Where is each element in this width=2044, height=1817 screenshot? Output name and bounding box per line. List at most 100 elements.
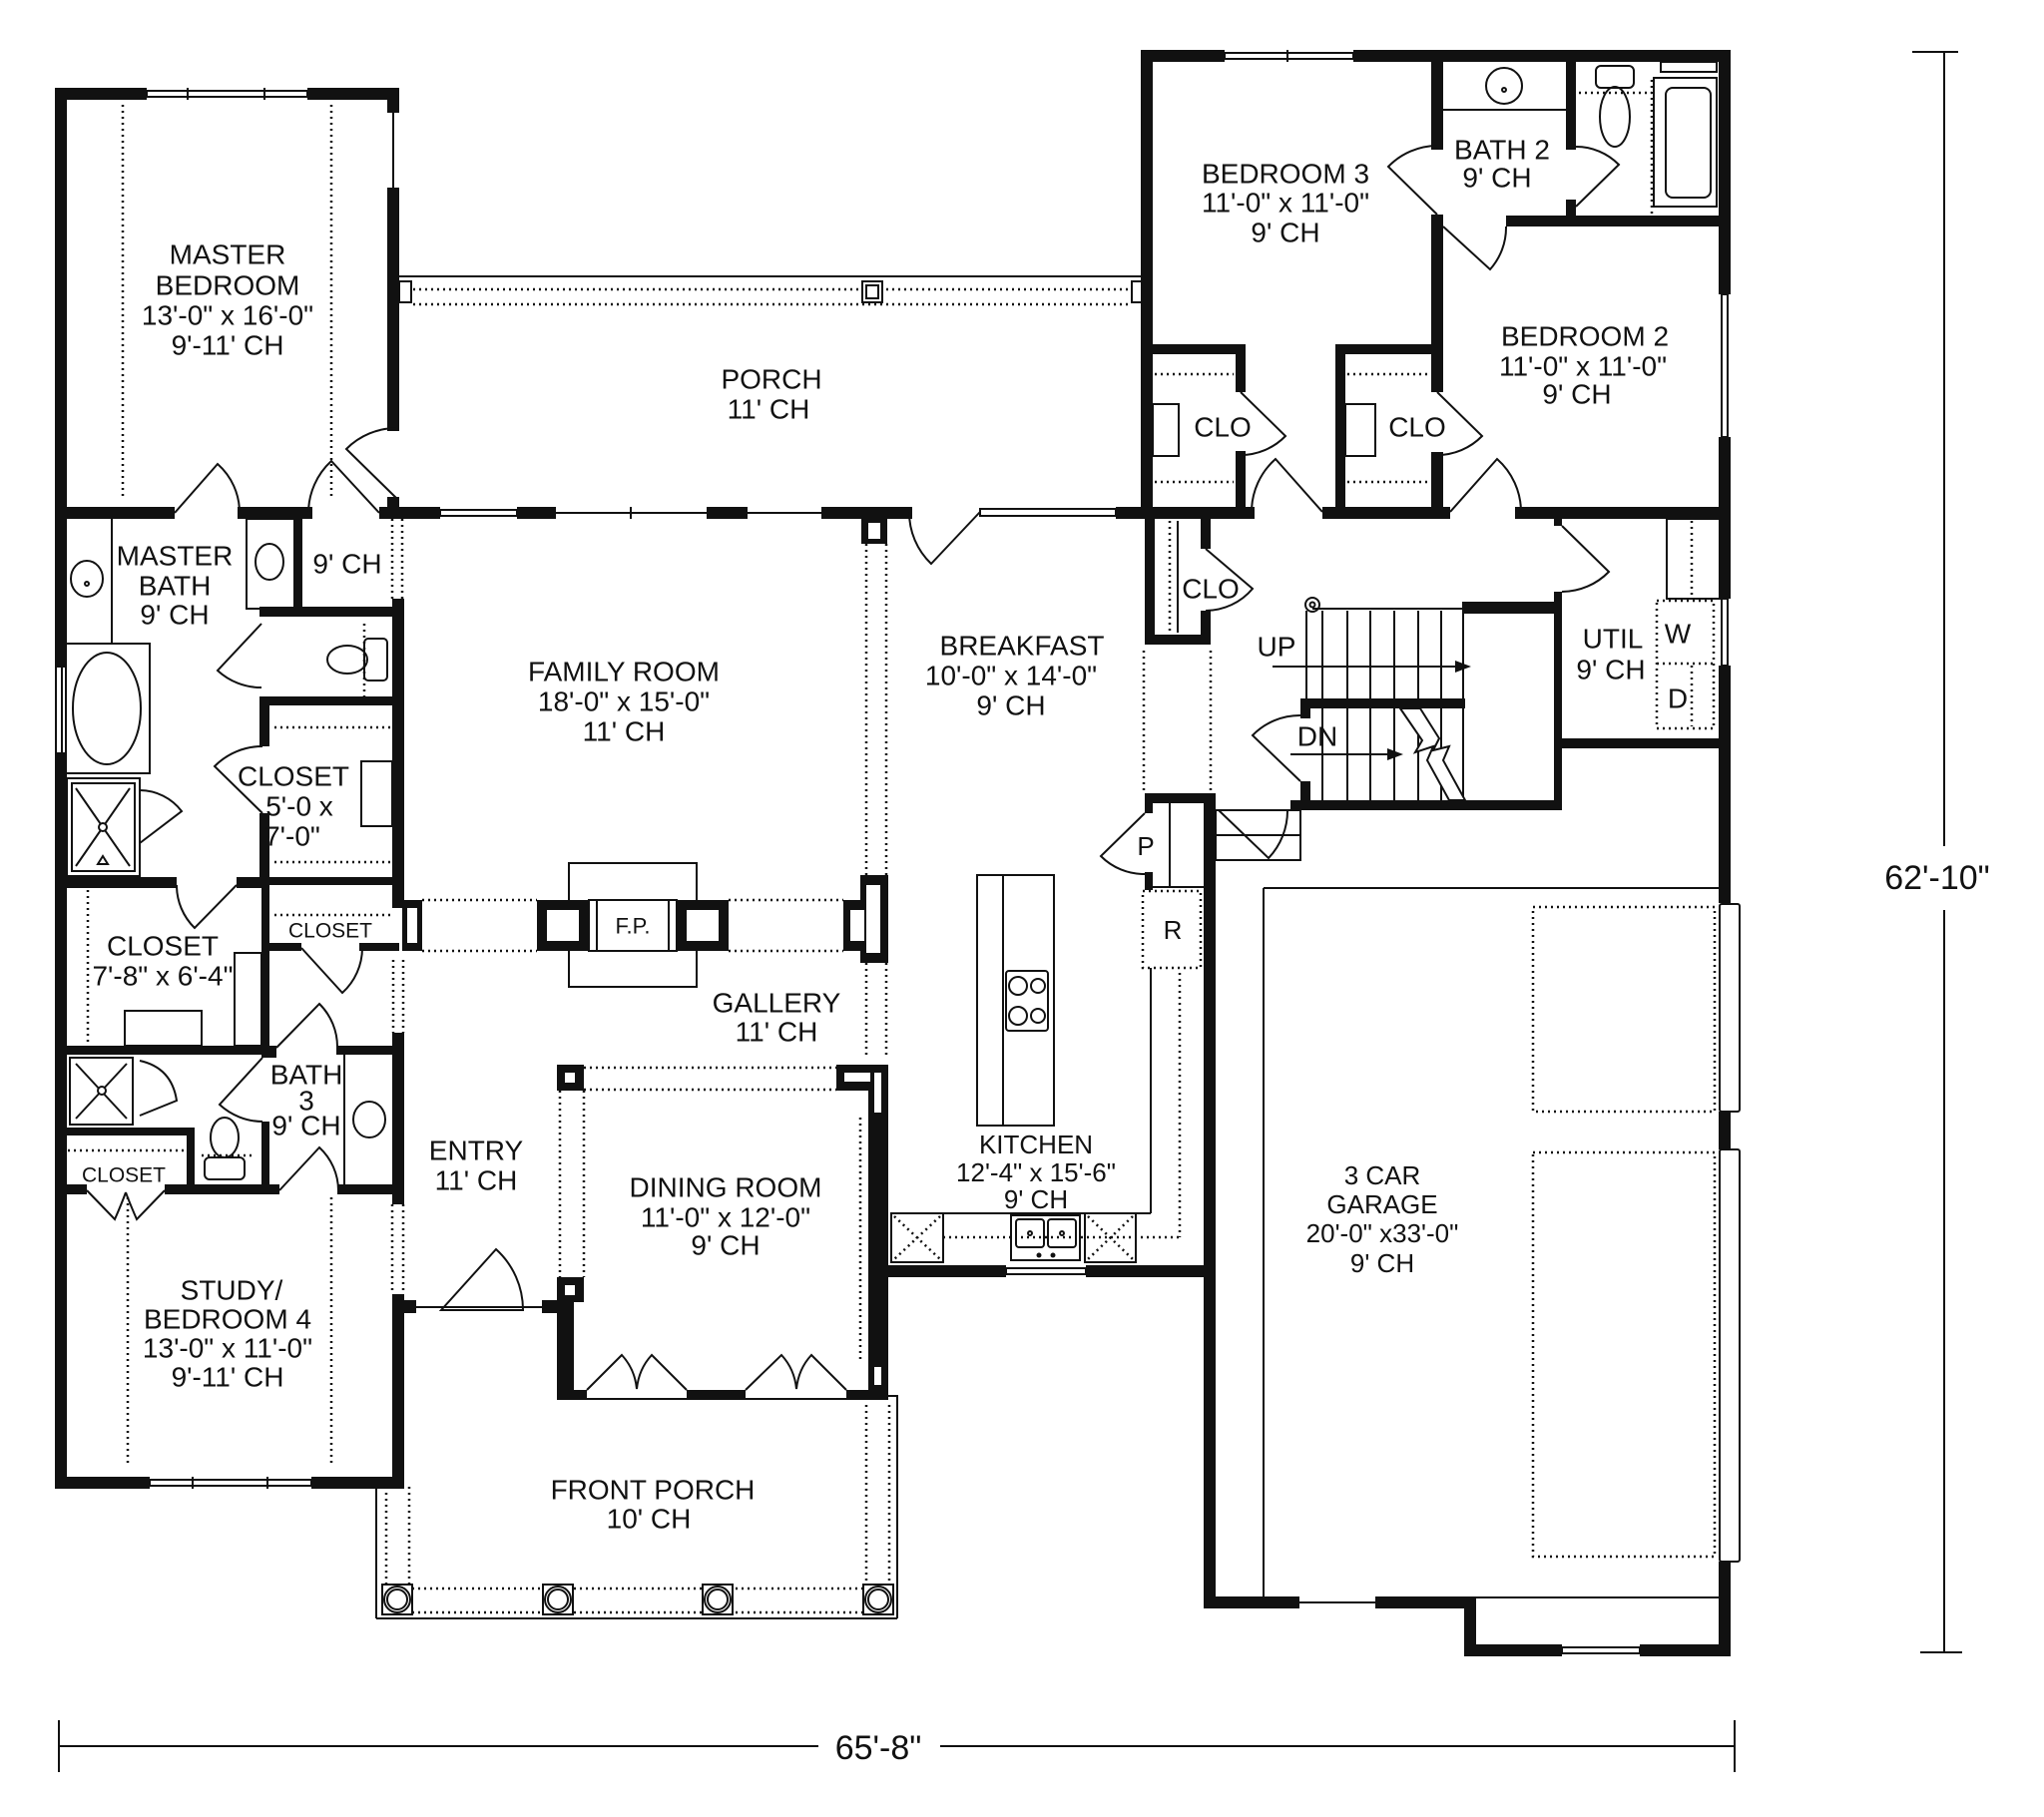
dining-room-size: 11'-0" x 12'-0" [641, 1202, 810, 1233]
hall-closet-label: CLO [1182, 574, 1240, 605]
wall [401, 1300, 416, 1313]
sink-icon [70, 560, 104, 598]
wall [1145, 507, 1155, 644]
wall [1145, 635, 1211, 645]
door-swing [1436, 391, 1484, 456]
wall [379, 507, 399, 519]
column-core [874, 1073, 881, 1113]
toilet-icon [1599, 86, 1631, 148]
wall [1506, 216, 1731, 227]
dryer-label: D [1668, 683, 1688, 714]
bathtub [1653, 77, 1718, 208]
center-section [375, 275, 1255, 1619]
window [1721, 293, 1729, 438]
shower-door-swing [139, 789, 184, 844]
column-icon [864, 1586, 892, 1613]
master-closet-small-size: 5'-0 x [265, 791, 333, 822]
wall [55, 1477, 150, 1489]
porch-column [542, 1584, 574, 1615]
bedroom-3-size: 11'-0" x 11'-0" [1202, 188, 1369, 219]
wall [687, 1390, 746, 1400]
wall [55, 88, 147, 100]
wall [1640, 1644, 1731, 1656]
wall [1236, 451, 1246, 509]
wall [1515, 507, 1731, 519]
dimension-width: 65'-8" [58, 1720, 1736, 1772]
master-wc-ceiling: 9' CH [312, 549, 381, 580]
window [146, 90, 308, 98]
sink-icon [352, 1101, 386, 1138]
faucet-icon [1050, 1252, 1056, 1258]
door-swing [907, 511, 981, 566]
wall [1300, 706, 1310, 718]
bath-2-label: BATH 2 [1454, 135, 1550, 166]
wall [55, 507, 175, 519]
master-closet-small-size: 7'-0" [264, 821, 320, 852]
garage-door [1719, 1148, 1741, 1563]
column-core [844, 1073, 870, 1082]
bifold-door [125, 1189, 166, 1221]
wall [1322, 507, 1450, 519]
porch-column [381, 1584, 413, 1615]
column-icon [386, 1589, 408, 1610]
wall [55, 1046, 269, 1055]
entry-label: ENTRY [429, 1136, 524, 1166]
wall [55, 1184, 87, 1194]
porch-post [398, 280, 412, 303]
study-label: STUDY/ [181, 1275, 283, 1306]
door-swing [1575, 145, 1621, 208]
fireplace-column-core [687, 910, 719, 941]
linen-closet-label: CLOSET [288, 920, 372, 943]
drain-icon [1027, 1230, 1033, 1236]
stair-treads-up [1321, 611, 1464, 698]
wall [1719, 1562, 1731, 1656]
wall [261, 885, 269, 1058]
wall [399, 507, 440, 519]
closet-cabinet [360, 760, 393, 827]
closet-cabinet [1344, 403, 1376, 457]
door-swing [1561, 525, 1611, 593]
right-wing [1141, 50, 1741, 1656]
wall [1141, 50, 1153, 509]
wall [1719, 666, 1731, 903]
sink-icon [255, 543, 284, 581]
wall [1431, 215, 1443, 392]
wall [517, 507, 556, 519]
bath-3-label: 3 [298, 1086, 314, 1117]
wall [55, 877, 177, 888]
wall [55, 1128, 193, 1136]
bedroom-2-label: BEDROOM 2 [1501, 321, 1669, 352]
wall [311, 1477, 404, 1489]
door-swing [344, 426, 398, 500]
master-bedroom-label: BEDROOM [156, 270, 300, 301]
wall [1554, 507, 1562, 526]
pilaster-core [407, 908, 417, 943]
wall [259, 696, 269, 746]
shower-drain-icon [98, 822, 108, 832]
cabinet-x [893, 1215, 941, 1260]
wall [359, 943, 399, 951]
gallery-label: GALLERY [713, 988, 841, 1019]
door-swing [1218, 809, 1289, 860]
pantry-label: P [1137, 831, 1154, 861]
wall [238, 507, 312, 519]
wall [1335, 344, 1443, 354]
wall [269, 943, 301, 951]
door-swing [1442, 226, 1508, 271]
wall [1141, 50, 1225, 62]
door-swing [216, 623, 262, 689]
column-core [868, 523, 880, 539]
room-labels: MASTER BEDROOM 13'-0" x 16'-0" 9'-11' CH… [82, 135, 1692, 1535]
porch-ceiling: 11' CH [728, 394, 810, 425]
window [1005, 1267, 1087, 1275]
bedroom-2-closet-label: CLO [1388, 412, 1446, 443]
master-bath-label: MASTER [117, 541, 234, 572]
utility-label: UTIL [1583, 624, 1644, 655]
burner-icon [1030, 1008, 1046, 1024]
wall [259, 813, 269, 888]
kitchen-label: KITCHEN [979, 1130, 1093, 1159]
wall [269, 877, 399, 885]
drain-icon [84, 581, 90, 587]
column-core [866, 885, 880, 953]
door-swing [175, 884, 238, 930]
